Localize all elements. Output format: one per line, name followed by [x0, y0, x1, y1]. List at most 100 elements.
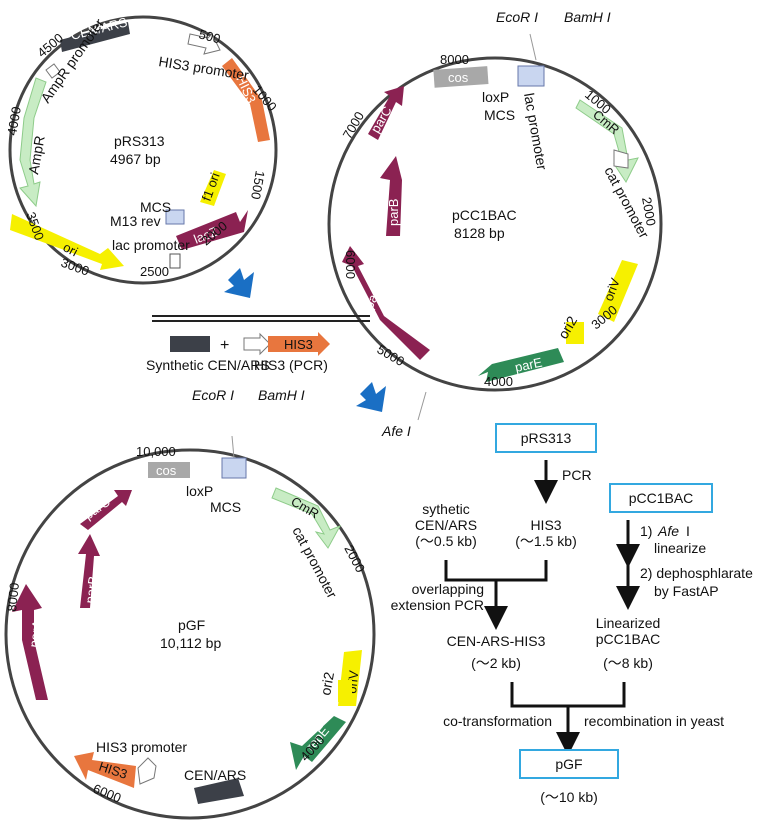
legend-his3-arrow [268, 332, 330, 356]
pgf-cen-ars-block [194, 778, 244, 804]
flow-lin-size: (～8 kb) [603, 655, 653, 671]
pcc1bac-bamhi: BamH I [564, 9, 611, 25]
pcc1bac-tick: 5000 [375, 342, 408, 369]
pgf-mcs-block [221, 457, 247, 479]
pcc1bac-parb-label: parB [386, 199, 401, 226]
prs313-ampr-promoter-arrow [45, 63, 61, 79]
pcc1bac-pare-arrow [478, 348, 564, 382]
flow-cen-size: (～0.5 kb) [415, 533, 476, 549]
pgf-tick: 8000 [4, 582, 22, 612]
prs313-f1-ori-arrow [200, 170, 226, 206]
pgf-name: pGF [178, 617, 205, 633]
pgf-labels: pGF 10,112 bp EcoR I BamH I loxP MCS cat… [96, 387, 341, 783]
prs313-his3-arrow [222, 58, 270, 142]
legend-his3-label: HIS3 [284, 337, 313, 352]
pgf-ori2-label: ori2 [317, 671, 337, 697]
pgf-repe-arrow [290, 716, 346, 770]
pgf-cen-ars-label: CEN/ARS [184, 767, 246, 783]
pgf-bamhi: BamH I [258, 387, 305, 403]
pgf-his3-promoter-arrow [137, 757, 157, 785]
pcc1bac-site-line-afe [417, 391, 427, 421]
flow-lin-name: pCC1BAC [596, 631, 661, 647]
flow-step2-a: 2) dephosphlarate [640, 565, 753, 581]
prs313-ori-arrow [10, 214, 124, 270]
flow-cen-ars: CEN/ARS [415, 517, 477, 533]
prs313-tick: 3000 [59, 255, 91, 279]
flow-final-bracket [510, 682, 626, 708]
pgf-parc-arrow [80, 490, 132, 530]
flow-his3: HIS3 [530, 517, 561, 533]
pcc1bac-tick: 8000 [440, 52, 469, 67]
pgf-size: 10,112 bp [160, 635, 221, 651]
flow-pgf-text: pGF [555, 756, 582, 772]
pgf-ori2-box [338, 680, 352, 702]
pcc1bac-cos-label: cos [448, 70, 469, 85]
flow-prs313-text: pRS313 [521, 430, 572, 446]
plasmid-pcc1bac: cos CmR oriV parE parA parB parC pCC1BAC… [327, 9, 663, 439]
prs313-ori-label: ori [61, 239, 81, 259]
prs313-tick: 500 [197, 26, 222, 46]
pgf-parb-label: parB [82, 575, 101, 604]
pgf-cos-box [148, 462, 190, 478]
pcc1bac-parb-arrow [380, 156, 402, 236]
flow-cah-size: (～2 kb) [471, 655, 521, 671]
prs313-ampr-label: AmpR [25, 134, 48, 175]
pgf-ecori: EcoR I [192, 387, 234, 403]
pcc1bac-ori2-box [566, 322, 584, 344]
pgf-mcs-label: MCS [210, 499, 241, 515]
legend-synthetic-label: Synthetic CEN/ARS [146, 357, 270, 373]
flow-merge-bracket [444, 560, 548, 582]
prs313-mcs-label: MCS [140, 199, 171, 215]
pgf-backbone [4, 448, 376, 820]
prs313-lac-promoter-box [169, 253, 181, 269]
flow-overlap-2: extension PCR [391, 597, 484, 613]
prs313-his3-promoter-arrow [187, 33, 221, 55]
flow-overlap-1: overlapping [412, 581, 484, 597]
pgf-para-arrow [12, 584, 48, 700]
pcc1bac-afei: Afe I [381, 423, 411, 439]
flow-linearized: Linearized [596, 615, 661, 631]
pcc1bac-tick: 4000 [484, 374, 513, 389]
blue-arrow-2 [356, 382, 386, 412]
legend-his3-promoter-arrow [243, 332, 271, 356]
flow-pcr: PCR [562, 467, 592, 483]
pgf-tick: 6000 [91, 781, 123, 806]
pgf-parb-arrow [78, 534, 100, 608]
pgf-features: cos CmR oriV repE HIS3 parA parB parC [12, 457, 362, 804]
legend-his3-pcr-label: HIS3 (PCR) [254, 357, 328, 373]
pgf-tick: 10,000 [136, 444, 176, 459]
pcc1bac-tick: 2000 [639, 196, 659, 227]
prs313-tick: 4000 [4, 105, 24, 136]
plasmid-prs313: CEN/ARS HIS3 f1 ori lacZ ori pRS313 4967… [4, 14, 280, 285]
flow-step1-site: Afe [657, 523, 679, 539]
flow-prs313-box [495, 423, 597, 453]
legend-plus: + [220, 337, 229, 354]
blue-arrow-1 [224, 268, 254, 298]
flow-pgf-box [519, 749, 619, 779]
flow-step2-b: by FastAP [654, 583, 719, 599]
pgf-cos-label: cos [156, 463, 177, 478]
prs313-lac-promoter-label: lac promoter [112, 237, 190, 253]
pcc1bac-oriv-arrow [598, 260, 638, 322]
flow-his3-size: (～1.5 kb) [515, 533, 576, 549]
plasmid-pgf: cos CmR oriV repE HIS3 parA parB parC pG… [4, 387, 376, 820]
prs313-ampr-arrow [19, 77, 47, 208]
pcc1bac-parc-arrow [368, 86, 404, 140]
legend-cen-ars-block [170, 336, 210, 352]
flow-step1-b: linearize [654, 540, 706, 556]
pgf-cmr-arrow [271, 487, 342, 549]
flow-cotrans: co-transformation [443, 713, 552, 729]
pcc1bac-name: pCC1BAC [452, 207, 517, 223]
pcc1bac-site-line-top [529, 33, 537, 61]
pgf-site-line [231, 435, 235, 459]
pgf-tick: 2000 [341, 542, 368, 575]
flow-step1-roman: I [686, 523, 690, 539]
pcc1bac-lac-promoter-label: lac promoter [521, 92, 550, 172]
flow-sythetic: sythetic [422, 501, 469, 517]
prs313-m13-label: M13 rev [110, 213, 161, 229]
prs313-tick: 2500 [140, 264, 169, 279]
flow-pcc1bac-box [609, 483, 713, 513]
pcc1bac-size: 8128 bp [454, 225, 505, 241]
flow-pgf-size: (～10 kb) [540, 789, 598, 805]
flow-pcc1bac-text: pCC1BAC [629, 490, 694, 506]
